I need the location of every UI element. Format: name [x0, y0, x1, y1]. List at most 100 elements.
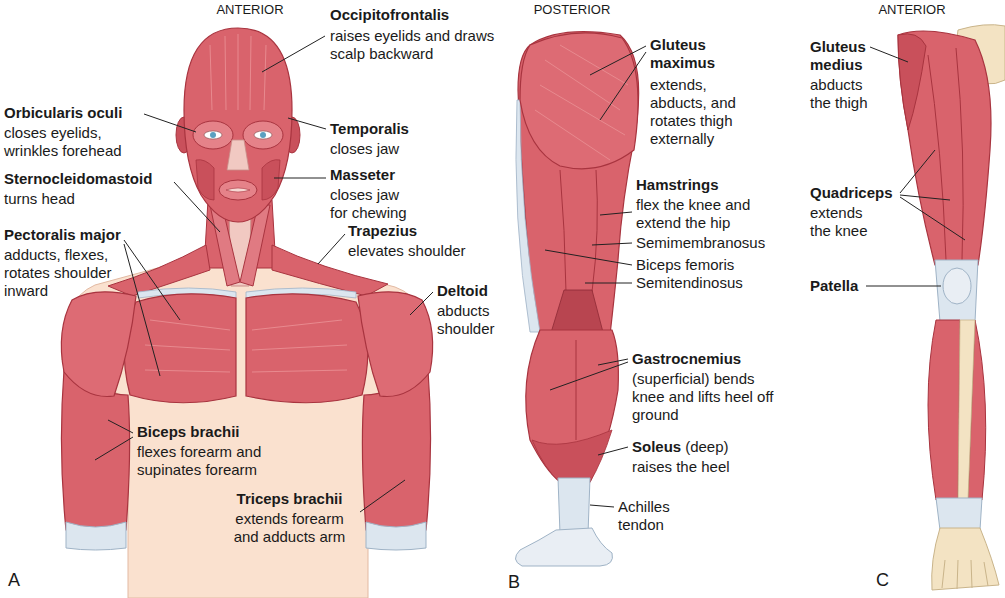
leader-line: [900, 197, 965, 240]
muscle-function: elevates shoulder: [348, 242, 498, 260]
deltoid-muscle: [358, 292, 433, 397]
muscle-name: Soleus: [632, 438, 681, 456]
nose: [227, 140, 249, 170]
leader-line: [410, 292, 433, 315]
muscle-name: Trapezius: [348, 222, 417, 240]
muscle-function: extends forearm and adducts arm: [222, 510, 357, 546]
view-heading: ANTERIOR: [852, 2, 972, 18]
leader-line: [545, 250, 632, 265]
muscle-name: Gastrocnemius: [632, 350, 741, 368]
muscle-function: abducts the thigh: [810, 76, 882, 112]
muscle-part: Semimembranosus: [636, 234, 765, 252]
muscle-name: Biceps brachii: [137, 423, 240, 441]
leader-line: [108, 420, 133, 433]
bone-name: Patella: [810, 277, 858, 295]
muscle-fibers: [145, 320, 347, 372]
muscle-name: Gluteus medius: [810, 38, 882, 74]
leader-line: [600, 52, 646, 120]
orbicularis-oculi: [193, 121, 233, 149]
knee-tendon: [935, 260, 978, 322]
iris: [260, 132, 266, 138]
gluteus-maximus-muscle: [520, 33, 638, 169]
head-muscle: [184, 28, 292, 222]
foot-bones: [932, 528, 999, 590]
achilles-tendon: [558, 478, 590, 534]
muscle-function: flex the knee and extend the hip: [636, 196, 786, 232]
masseter-muscle: [196, 160, 214, 200]
quadriceps-divisions: [928, 48, 963, 260]
leader-line: [124, 240, 180, 320]
muscle-function: closes jaw: [330, 140, 399, 158]
muscle-name: Masseter: [330, 166, 395, 184]
leader-line: [262, 36, 325, 72]
muscle-function: turns head: [4, 190, 75, 208]
ankle-tendon: [936, 498, 982, 530]
eye: [254, 131, 272, 139]
muscle-name: Triceps brachii: [222, 490, 357, 508]
muscle-name: Temporalis: [330, 120, 409, 138]
muscle-name: Gluteus maximus: [650, 36, 740, 72]
muscle-function: flexes forearm and supinates forearm: [137, 443, 295, 479]
panel-letter: B: [508, 572, 520, 594]
view-heading: ANTERIOR: [170, 2, 330, 18]
leader-line: [866, 286, 941, 287]
leader-line: [274, 178, 326, 179]
muscle-function: abducts shoulder: [437, 302, 501, 338]
muscle-function: closes jaw for chewing: [330, 186, 418, 222]
muscle-name: Pectoralis major: [4, 226, 121, 244]
pectoralis-muscle: [124, 294, 236, 403]
calf-muscle: [526, 330, 619, 482]
muscle-function: raises the heel: [632, 458, 730, 476]
leader-line: [95, 437, 133, 460]
muscle-name: Hamstrings: [636, 176, 719, 194]
tibia-bone: [958, 320, 975, 500]
view-heading: POSTERIOR: [512, 2, 632, 18]
muscle-name: Deltoid: [437, 282, 488, 300]
leader-line: [318, 234, 345, 264]
tibialis-muscle: [928, 320, 960, 500]
muscle-function: (superficial) bends knee and lifts heel …: [632, 370, 787, 424]
muscle-name: Quadriceps: [810, 184, 893, 202]
eye: [204, 131, 222, 139]
leader-line: [590, 46, 646, 75]
leader-line: [174, 182, 220, 232]
tendon-name: Achilles tendon: [618, 498, 688, 534]
deltoid-muscle: [61, 292, 136, 397]
panel-letter: C: [876, 570, 889, 592]
leader-line: [600, 212, 632, 215]
gastrocnemius-division: [576, 340, 577, 440]
orbicularis-oculi: [243, 121, 283, 149]
panel-letter: A: [8, 570, 20, 592]
forehead-fibers: [210, 34, 266, 110]
leader-line: [598, 447, 628, 455]
soleus-muscle: [532, 430, 612, 482]
leader-line: [360, 480, 405, 512]
muscle-part: Semitendinosus: [636, 274, 743, 292]
muscle-note: (deep): [685, 438, 728, 456]
lips: [226, 188, 250, 192]
muscle-name: Sternocleidomastoid: [4, 170, 152, 188]
hamstring-divisions: [560, 170, 597, 292]
leader-line: [592, 243, 632, 245]
muscle-function: closes eyelids, wrinkles forehead: [4, 124, 144, 160]
muscle-name: Orbicularis oculi: [4, 104, 122, 122]
leader-line: [590, 505, 614, 507]
leader-line: [144, 114, 196, 132]
foot: [515, 528, 612, 566]
muscle-function: extends, abducts, and rotates thigh exte…: [650, 76, 758, 148]
muscle-function: adducts, flexes, rotates shoulder inward: [4, 246, 120, 300]
thigh-muscle: [898, 31, 991, 265]
iris: [210, 132, 216, 138]
muscle-part: Biceps femoris: [636, 256, 734, 274]
elbow-tendon: [366, 522, 426, 550]
pectoralis-muscle: [246, 294, 368, 403]
thigh-muscle: [518, 32, 639, 335]
leader-lines: [95, 36, 965, 512]
muscle-name: Occipitofrontalis: [330, 6, 449, 24]
masseter-muscle: [262, 160, 280, 200]
leader-line: [585, 283, 632, 284]
mouth-muscle: [219, 180, 257, 200]
popliteal-fossa: [550, 290, 604, 336]
leader-line: [900, 195, 950, 200]
